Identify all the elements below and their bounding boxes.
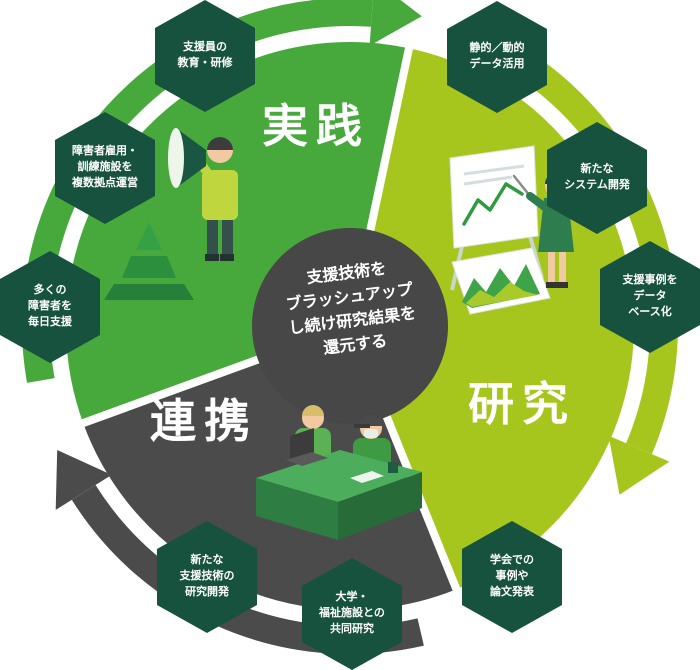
practice-arrowhead-icon: [369, 0, 422, 46]
badge-text: 学会での事例や論文発表: [490, 554, 534, 598]
center-circle: [252, 228, 448, 424]
badge-text: 支援員の教育・研修: [177, 41, 233, 69]
area-chart-board: [451, 247, 551, 315]
pyramid: [104, 222, 194, 300]
megaphone-person: [168, 128, 238, 261]
chart-line: [462, 182, 524, 226]
practice-illustration: [104, 128, 238, 300]
badge-joint-research: 大学・福祉施設との共同研究: [302, 558, 402, 670]
paper: [350, 471, 384, 483]
research-arrow: [499, 41, 678, 455]
megaphone-icon: [168, 128, 206, 188]
section-label-research: 研究: [468, 377, 576, 431]
section-label-practice: 実践: [262, 99, 370, 153]
badge-text: 新たなシステム開発: [564, 163, 630, 191]
coffee-mug-icon: [388, 462, 398, 473]
whiteboard: [449, 145, 539, 249]
badge-text: 支援事例をデータベース化: [622, 274, 678, 318]
desk: [256, 450, 422, 540]
collaboration-illustration: [256, 405, 422, 540]
laptop-icon: [286, 428, 328, 466]
badge-multi-site: 障害者雇用・訓練施設を複数拠点運営: [55, 112, 155, 224]
badge-tech-rnd: 新たな支援技術の研究開発: [157, 521, 257, 633]
badge-case-database: 支援事例をデータベース化: [600, 241, 700, 353]
badge-text: 大学・福祉施設との共同研究: [319, 591, 385, 635]
badge-text: 多くの障害者を毎日支援: [28, 284, 72, 328]
badge-conference: 学会での事例や論文発表: [462, 521, 562, 633]
badge-text: 静的／動的データ活用: [469, 42, 525, 70]
section-label-collaboration: 連携: [150, 394, 258, 448]
research-arrowhead-icon: [608, 435, 670, 495]
badge-system-dev: 新たなシステム開発: [547, 122, 647, 234]
badge-text: 障害者雇用・訓練施設を複数拠点運営: [72, 145, 138, 189]
badge-staff-training: 支援員の教育・研修: [155, 0, 255, 112]
collaboration-arrowhead-icon: [55, 450, 112, 510]
badge-text: 新たな支援技術の研究開発: [179, 554, 235, 598]
